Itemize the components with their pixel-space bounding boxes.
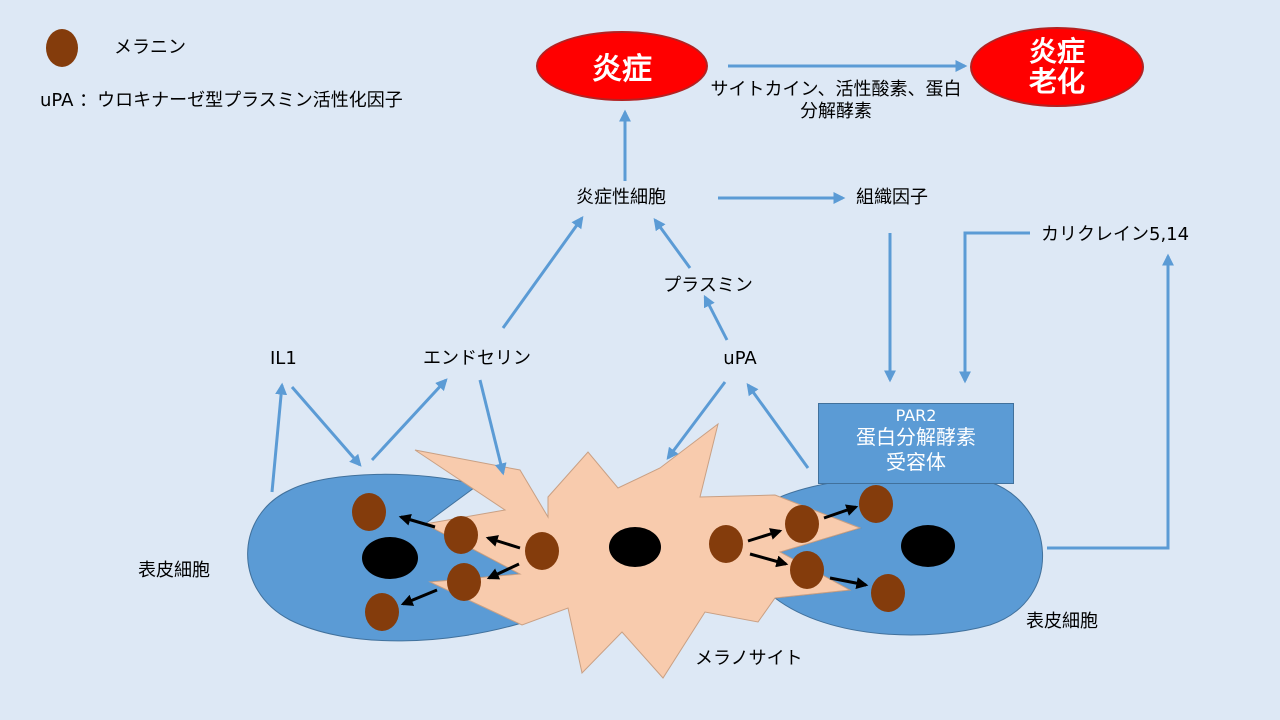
keratinocyte-right-nucleus (901, 525, 955, 567)
legend-melanin-label: メラニン (114, 37, 186, 58)
melanin-granule (790, 551, 824, 589)
endothelin-label: エンドセリン (423, 348, 531, 369)
melanin-granule (785, 505, 819, 543)
inflammation-label: 炎症 (592, 52, 652, 87)
legend-upa-definition: uPA ：ウロキナーゼ型プラスミン活性化因子 (40, 90, 403, 111)
melanin-granule (525, 532, 559, 570)
melanocyte-nucleus (609, 527, 661, 567)
keratinocyte-left-nucleus (362, 537, 418, 579)
arrow-il1-to-keratinocyte (290, 386, 362, 467)
arrow-upa-to-melanocyte (666, 381, 727, 460)
melanin-granule (859, 485, 893, 523)
arrow-plasmin-to-cells (653, 218, 692, 269)
melanin-transfer-arrow (485, 535, 521, 550)
melanin-transfer-arrow (823, 504, 859, 520)
melanin-granule (871, 574, 905, 612)
inflammatory-cells-label: 炎症性細胞 (576, 187, 666, 208)
arrow-endothelin-to-cells (501, 216, 584, 329)
melanin-granule (352, 493, 386, 531)
arrow-upa-to-plasmin (703, 294, 729, 341)
melanin-transfer-arrow (829, 576, 869, 590)
melanin-transfer-arrow (749, 552, 789, 568)
arrow-keratinocyte-to-il1 (270, 382, 288, 493)
keratinocyte-right-label: 表皮細胞 (1026, 611, 1098, 632)
melanin-granule (444, 516, 478, 554)
melanin-granule (365, 593, 399, 631)
arrow-keratinocyte-to-upa (746, 383, 810, 469)
arrow-endothelin-to-melanocyte (478, 379, 507, 476)
tissue-factor-label: 組織因子 (856, 187, 928, 208)
melanin-granule (447, 563, 481, 601)
melanin-transfer-arrow (400, 588, 438, 606)
legend-melanin-icon (46, 29, 78, 67)
melanocyte-label: メラノサイト (695, 648, 803, 669)
melanin-transfer-arrow (398, 513, 436, 529)
upa-label: uPA (723, 348, 757, 369)
melanin-transfer-arrow (747, 528, 783, 543)
arrow-keratinocyte-to-endothelin (370, 378, 448, 462)
melanin-granule (709, 525, 743, 563)
arrow-keratinocyte-to-kallikrein (1047, 253, 1174, 550)
plasmin-label: プラスミン (663, 275, 753, 296)
inflammatory-aging-label: 炎症老化 (1028, 34, 1085, 98)
inflammatory-aging-node: 炎症老化 (970, 27, 1144, 107)
kallikrein-label: カリクレイン5,14 (1041, 224, 1190, 245)
arrow-kallikrein-to-par2 (959, 231, 1030, 384)
mediators-label: サイトカイン、活性酸素、蛋白分解酵素 (710, 79, 962, 122)
inflammation-node: 炎症 (536, 31, 708, 101)
par2-name: 蛋白分解酵素受容体 (856, 425, 976, 474)
il1-label: IL1 (270, 348, 297, 369)
keratinocyte-left-label: 表皮細胞 (138, 560, 210, 581)
par2-receptor-box: PAR2 蛋白分解酵素受容体 (818, 403, 1014, 484)
par2-code: PAR2 (895, 406, 937, 425)
melanin-transfer-arrow (486, 562, 520, 580)
